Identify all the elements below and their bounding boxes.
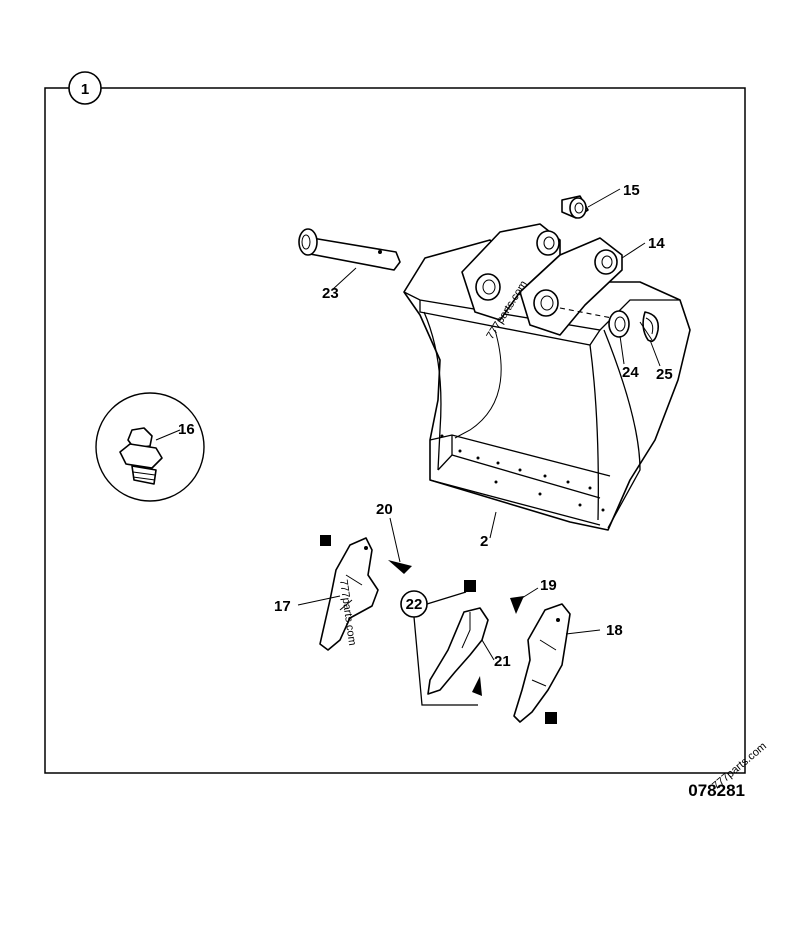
view-number-circle	[68, 71, 102, 105]
callout-16: 16	[178, 421, 195, 438]
callout-14: 14	[648, 235, 665, 252]
marker-21	[472, 676, 482, 696]
tooth-21-drawing	[427, 580, 489, 696]
bush-15-drawing	[561, 195, 589, 219]
adapter-17-drawing	[319, 535, 379, 651]
callout-24: 24	[622, 364, 639, 381]
diagram-frame	[44, 87, 746, 774]
pin-23-drawing	[298, 228, 401, 271]
marker-19	[510, 596, 524, 614]
callout-20: 20	[376, 501, 393, 518]
callout-23: 23	[322, 285, 339, 302]
washer-24-drawing	[608, 310, 630, 338]
callout-15: 15	[623, 182, 640, 199]
callout-18: 18	[606, 622, 623, 639]
marker-20	[388, 560, 412, 574]
view-number: 1	[81, 81, 89, 98]
figure-reference-number: 078281	[688, 781, 745, 800]
edge-bolt-holes	[440, 434, 605, 512]
callout-19: 19	[540, 577, 557, 594]
kit-22-bracket	[400, 590, 478, 706]
leader-lines	[155, 188, 661, 661]
grease-nipple-16-inset	[95, 392, 205, 502]
callout-21: 21	[494, 653, 511, 670]
callout-labels: 15 14 23 24 25 16 2 20 19 17 22 18 21	[178, 182, 673, 670]
clip-25-drawing	[639, 311, 660, 343]
callout-17: 17	[274, 598, 291, 615]
adapter-18-drawing	[513, 603, 571, 724]
callout-2: 2	[480, 533, 488, 550]
callout-25: 25	[656, 366, 673, 383]
callout-22: 22	[406, 596, 423, 613]
bucket-drawing	[403, 223, 691, 531]
